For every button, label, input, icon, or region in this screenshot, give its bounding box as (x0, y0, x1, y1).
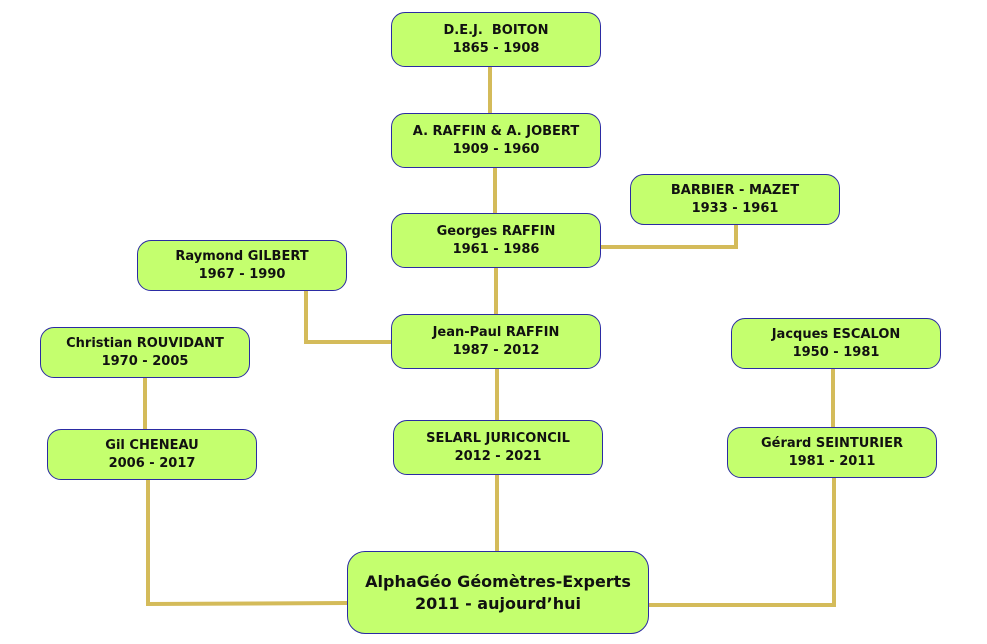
node-name: D.E.J. BOITON (443, 22, 549, 38)
node-years: 1933 - 1961 (691, 200, 779, 216)
node-name: SELARL JURICONCIL (426, 430, 570, 446)
node-name: A. RAFFIN & A. JOBERT (412, 123, 580, 139)
node-jacques-escalon: Jacques ESCALON 1950 - 1981 (731, 318, 941, 369)
node-name: AlphaGéo Géomètres-Experts (365, 571, 631, 591)
node-years: 1950 - 1981 (792, 344, 880, 360)
node-years: 1961 - 1986 (452, 241, 540, 257)
node-christian-rouvidant: Christian ROUVIDANT 1970 - 2005 (40, 327, 250, 378)
node-years: 2011 - aujourd’hui (414, 593, 582, 613)
connector-seinturier-alphageo (649, 478, 836, 607)
node-name: BARBIER - MAZET (670, 182, 800, 198)
node-name: Jean-Paul RAFFIN (432, 324, 560, 340)
node-name: Gil CHENEAU (105, 437, 199, 453)
node-name: Georges RAFFIN (436, 223, 556, 239)
node-years: 2006 - 2017 (108, 455, 196, 471)
node-raymond-gilbert: Raymond GILBERT 1967 - 1990 (137, 240, 347, 291)
node-years: 1970 - 2005 (101, 353, 189, 369)
node-name: Jacques ESCALON (771, 326, 901, 342)
node-boiton: D.E.J. BOITON 1865 - 1908 (391, 12, 601, 67)
node-name: Christian ROUVIDANT (66, 335, 224, 351)
node-barbier-mazet: BARBIER - MAZET 1933 - 1961 (630, 174, 840, 225)
node-years: 1909 - 1960 (452, 141, 540, 157)
node-name: Gérard SEINTURIER (760, 435, 904, 451)
node-years: 1987 - 2012 (452, 342, 540, 358)
node-years: 1967 - 1990 (198, 266, 286, 282)
node-years: 2012 - 2021 (454, 448, 542, 464)
node-name: Raymond GILBERT (175, 248, 309, 264)
node-years: 1865 - 1908 (452, 40, 540, 56)
node-georges-raffin: Georges RAFFIN 1961 - 1986 (391, 213, 601, 268)
node-years: 1981 - 2011 (788, 453, 876, 469)
node-selarl-juriconcil: SELARL JURICONCIL 2012 - 2021 (393, 420, 603, 475)
connector-gilbert-jean-paul (304, 291, 391, 344)
node-gerard-seinturier: Gérard SEINTURIER 1981 - 2011 (727, 427, 937, 478)
connector-barbier-georges (601, 225, 738, 249)
node-jean-paul-raffin: Jean-Paul RAFFIN 1987 - 2012 (391, 314, 601, 369)
node-gil-cheneau: Gil CHENEAU 2006 - 2017 (47, 429, 257, 480)
connector-cheneau-alphageo (146, 480, 348, 607)
node-raffin-jobert: A. RAFFIN & A. JOBERT 1909 - 1960 (391, 113, 601, 168)
